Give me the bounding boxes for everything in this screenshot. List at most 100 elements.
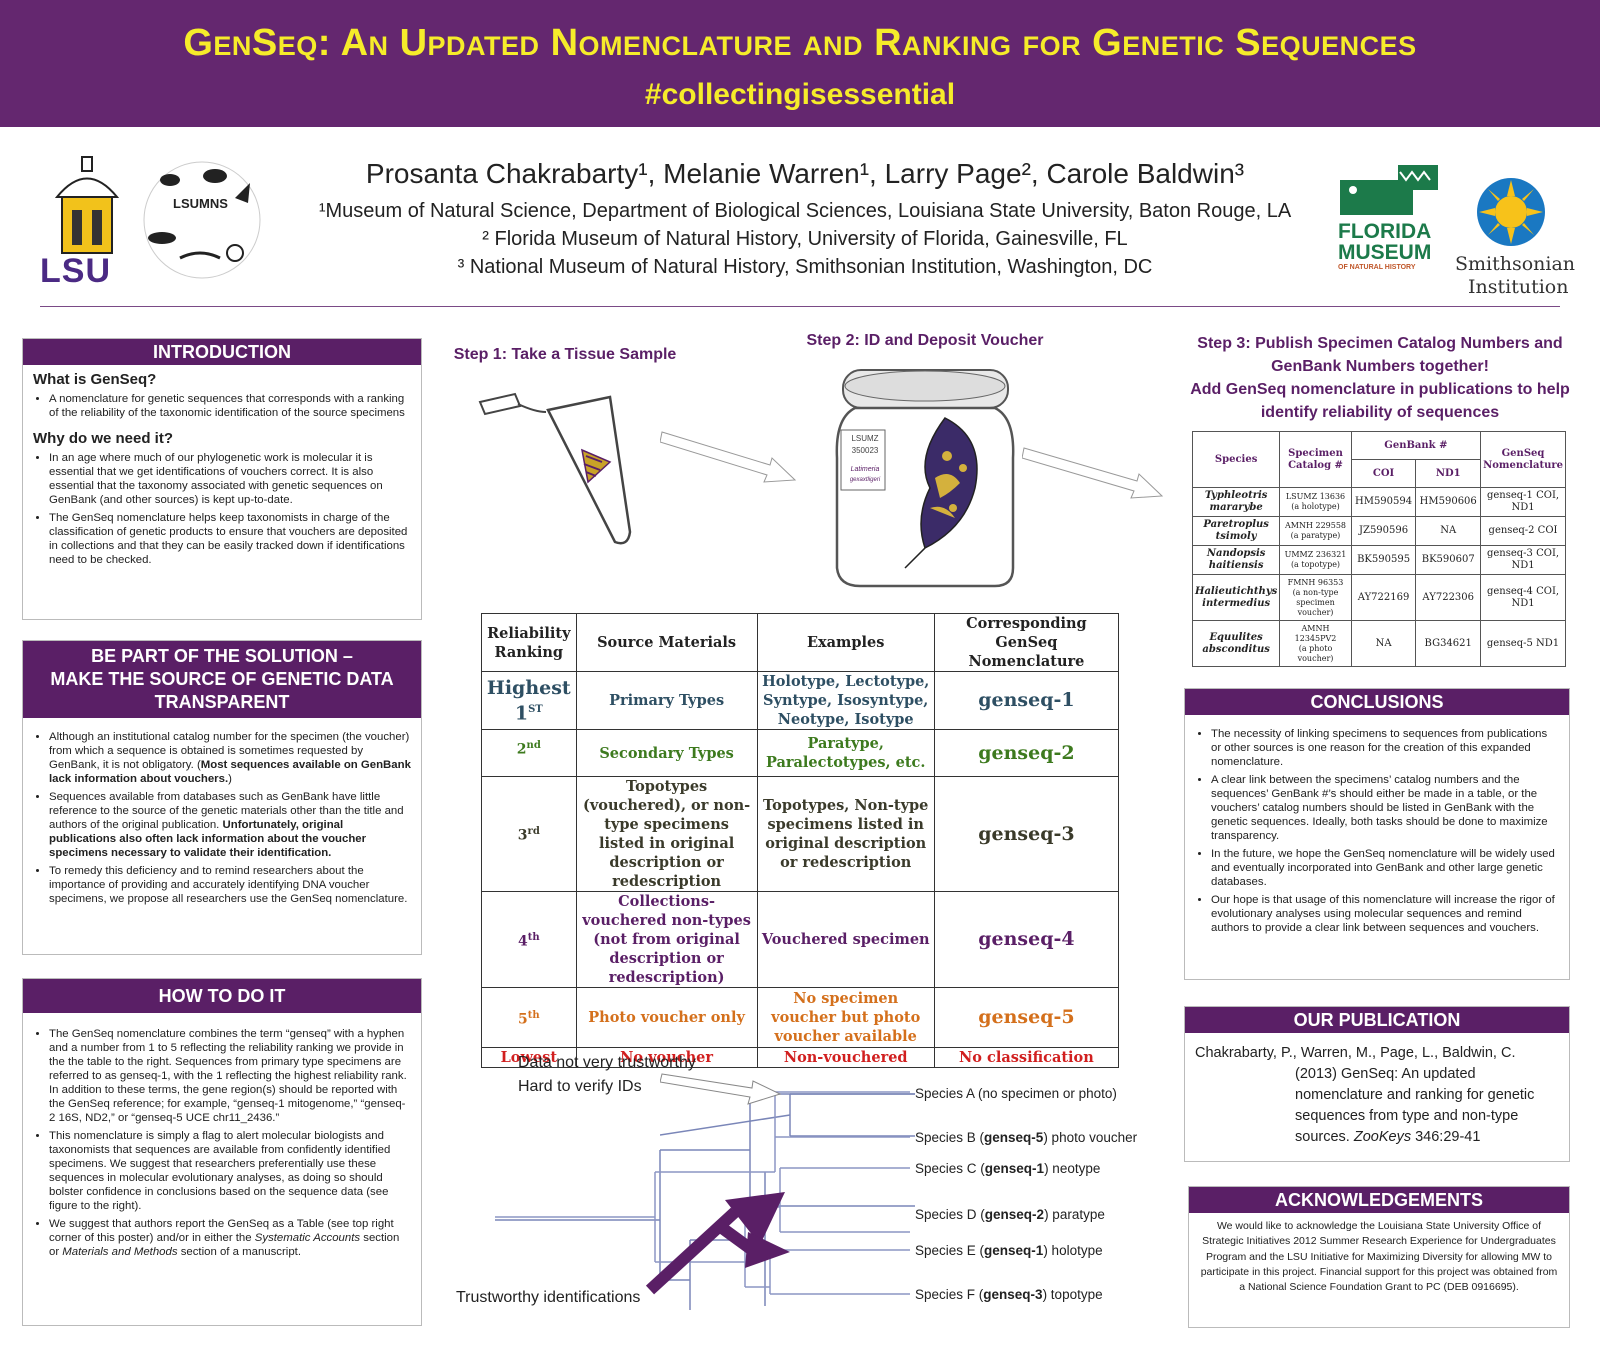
source-cell: Photo voucher only	[575, 987, 758, 1048]
table-header: COI	[1350, 459, 1417, 488]
nomenclature-cell: genseq-5	[933, 987, 1120, 1048]
florida-museum-alligator-icon	[1340, 165, 1438, 215]
coelacanth-fish-icon	[904, 417, 978, 569]
conclusions-panel: CONCLUSIONS The necessity of linking spe…	[1184, 688, 1570, 980]
howto-italic: Systematic Accounts	[254, 1232, 361, 1244]
intro-list-1: A nomenclature for genetic sequences tha…	[23, 392, 421, 420]
smithsonian-line2: Institution	[1468, 276, 1569, 298]
table-row: Lowest No voucher Non-vouchered No class…	[481, 1047, 1120, 1068]
source-cell: Collections-vouchered non-types (not fro…	[575, 891, 758, 988]
leaf-genseq: genseq-1	[984, 1161, 1045, 1176]
rank-number: 4	[517, 933, 528, 950]
nd1-cell: AY722306	[1415, 574, 1482, 621]
solution-bold-text: Most sequences available on GenBank lack…	[49, 759, 411, 785]
howto-text: We suggest that authors report the GenSe…	[49, 1218, 394, 1244]
table-header: Specimen Catalog #	[1279, 431, 1352, 488]
howto-item: The GenSeq nomenclature combines the ter…	[49, 1027, 411, 1125]
solution-title-line: BE PART OF THE SOLUTION –	[91, 646, 353, 666]
solution-list: Although an institutional catalog number…	[23, 730, 421, 906]
tree-top-note: Hard to verify IDs	[518, 1078, 642, 1095]
table-row: Halieutichthys intermedius FMNH 96353(a …	[1191, 574, 1566, 621]
introduction-title: INTRODUCTION	[23, 339, 421, 365]
leaf-text: Species C (	[915, 1161, 985, 1176]
conclusion-item: In the future, we hope the GenSeq nomenc…	[1211, 847, 1559, 889]
smithsonian-sun-icon	[1477, 178, 1545, 246]
table-header-row: Species Specimen Catalog # GenBank # Gen…	[1191, 431, 1566, 488]
rank-suffix: rd	[527, 826, 540, 838]
catalog-cell: UMMZ 236321(a topotype)	[1279, 545, 1352, 575]
catalog-number: LSUMZ 13636	[1285, 492, 1346, 501]
genseq-cell: genseq-1 COI, ND1	[1480, 487, 1566, 517]
genseq-cell: genseq-4 COI, ND1	[1480, 574, 1566, 621]
rank-cell: 5th	[481, 987, 577, 1048]
table-header: GenBank #	[1350, 431, 1482, 460]
solution-title-line: MAKE THE SOURCE OF GENETIC DATA	[50, 669, 394, 689]
tree-leaf-label: Species F (genseq-3) topotype	[915, 1287, 1103, 1302]
solution-item: Sequences available from databases such …	[49, 790, 411, 860]
source-cell: Topotypes (vouchered), or non-type speci…	[575, 776, 758, 892]
table-row: Equulites absconditus AMNH 12345PV2(a ph…	[1191, 620, 1566, 667]
rank-suffix: ST	[528, 703, 543, 715]
acknowledgements-panel: ACKNOWLEDGEMENTS We would like to acknow…	[1188, 1186, 1570, 1328]
rank-label: Highest	[486, 676, 571, 699]
jar-tag-line: Latimeria	[850, 466, 880, 473]
step-2-label: Step 2: ID and Deposit Voucher	[806, 332, 1044, 349]
genseq-cell: genseq-2 COI	[1480, 516, 1566, 546]
catalog-number: AMNH 12345PV2	[1294, 623, 1337, 643]
jar-tag-line: gexaxtligeri	[849, 477, 881, 483]
step-3-line: identify reliability of sequences	[1260, 404, 1500, 421]
table-row: 2nd Secondary Types Paratype, Paralectot…	[481, 729, 1120, 777]
intro-question-1: What is GenSeq?	[33, 371, 157, 388]
nd1-cell: BK590607	[1415, 545, 1482, 575]
table-row: Typhleotris mararybe LSUMZ 13636(a holot…	[1191, 487, 1566, 517]
leaf-text: ) neotype	[1044, 1161, 1101, 1176]
citation-journal: ZooKeys	[1353, 1129, 1412, 1145]
solution-bold-text: Unfortunately, original publications als…	[49, 819, 367, 859]
leaf-text: ) paratype	[1044, 1207, 1105, 1222]
catalog-note: (a holotype)	[1291, 502, 1340, 511]
catalog-cell: FMNH 96353(a non-type specimen voucher)	[1279, 574, 1352, 621]
step-1-label: Step 1: Take a Tissue Sample	[453, 346, 677, 363]
poster-hashtag: #collectingisessential	[644, 78, 956, 111]
step-3-line: Step 3: Publish Specimen Catalog Numbers…	[1197, 335, 1563, 352]
arrow-step2-icon	[1022, 447, 1164, 499]
howto-item: We suggest that authors report the GenSe…	[49, 1217, 411, 1259]
smithsonian-line1: Smithsonian	[1455, 253, 1576, 275]
tree-leaf-label: Species E (genseq-1) holotype	[915, 1243, 1103, 1258]
specimen-jar-icon	[835, 369, 1015, 588]
tissue-tube-icon	[478, 392, 632, 545]
leaf-text: ) topotype	[1042, 1287, 1103, 1302]
nomenclature-cell: genseq-3	[933, 776, 1120, 892]
reliability-table: Reliability Ranking Source Materials Exa…	[481, 613, 1120, 1068]
step-3-line: Add GenSeq nomenclature in publications …	[1190, 381, 1570, 398]
table-header: GenSeq Nomenclature	[1480, 431, 1566, 488]
catalog-note: (a paratype)	[1290, 531, 1341, 540]
florida-museum-line2: MUSEUM	[1338, 241, 1432, 264]
solution-text: )	[228, 773, 232, 785]
leaf-text: Species B (	[915, 1130, 985, 1145]
solution-text: Although an institutional catalog number…	[49, 731, 410, 771]
table-row: 3rd Topotypes (vouchered), or non-type s…	[481, 776, 1120, 892]
rank-suffix: th	[527, 931, 540, 943]
species-cell: Nandopsis haitiensis	[1191, 545, 1281, 575]
solution-title: BE PART OF THE SOLUTION – MAKE THE SOURC…	[23, 641, 421, 718]
poster-title: GenSeq: An Updated Nomenclature and Rank…	[183, 22, 1417, 64]
conclusion-item: The necessity of linking specimens to se…	[1211, 727, 1559, 769]
catalog-note: (a non-type specimen voucher)	[1292, 587, 1339, 617]
introduction-panel: INTRODUCTION What is GenSeq? A nomenclat…	[22, 338, 422, 620]
solution-text: Sequences available from databases such …	[49, 791, 404, 831]
intro-item: A nomenclature for genetic sequences tha…	[49, 392, 411, 420]
affiliation-2: ² Florida Museum of Natural History, Uni…	[482, 228, 1128, 250]
species-cell: Paretroplus tsimoly	[1191, 516, 1281, 546]
publication-panel: OUR PUBLICATION Chakrabarty, P., Warren,…	[1184, 1006, 1570, 1162]
leaf-genseq: genseq-2	[984, 1207, 1045, 1222]
leaf-genseq: genseq-1	[984, 1243, 1044, 1258]
solution-title-line: TRANSPARENT	[154, 692, 290, 712]
leaf-text: ) holotype	[1043, 1243, 1103, 1258]
catalog-number: AMNH 229558	[1284, 521, 1347, 530]
species-cell: Typhleotris mararybe	[1191, 487, 1281, 517]
table-row: 5th Photo voucher only No specimen vouch…	[481, 987, 1120, 1048]
publication-citation: Chakrabarty, P., Warren, M., Page, L., B…	[1185, 1033, 1569, 1148]
